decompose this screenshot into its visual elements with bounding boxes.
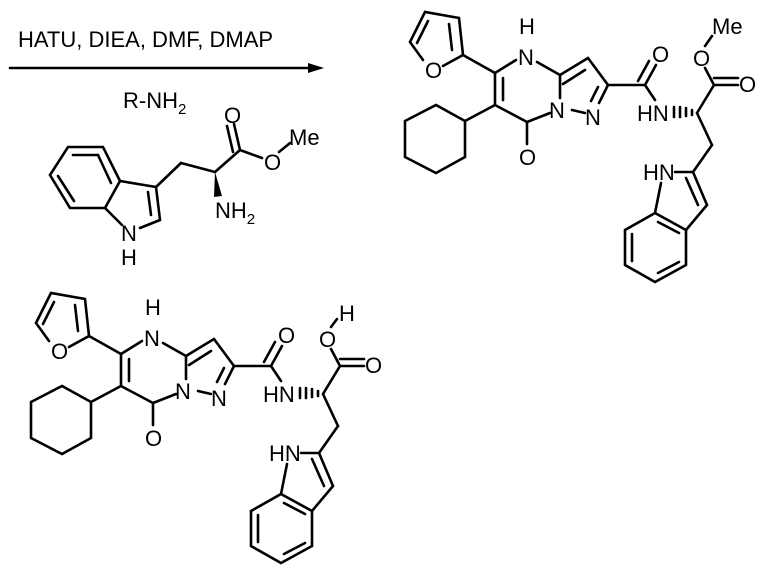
atom-nh-n: N xyxy=(144,326,160,351)
atom-amide-nh: HN xyxy=(263,382,295,407)
atom-acid-h: H xyxy=(339,301,355,326)
atom-keto-o: O xyxy=(145,426,162,451)
atom-n2: N xyxy=(585,105,601,130)
atom-nh-h: H xyxy=(145,295,161,320)
atom-furan-o: O xyxy=(51,339,68,364)
atom-nh-n: N xyxy=(518,45,534,70)
atom-n2: N xyxy=(211,386,227,411)
atom-indole-nh: HN xyxy=(643,160,675,185)
reagents-below: R-NH2 xyxy=(123,88,186,118)
atom-furan-o: O xyxy=(425,58,442,83)
atom-amide-nh: HN xyxy=(637,101,669,126)
reaction-arrow: HATU, DIEA, DMF, DMAP R-NH2 xyxy=(8,27,324,118)
reagents-above: HATU, DIEA, DMF, DMAP xyxy=(18,27,273,52)
atom-amide-o: O xyxy=(278,323,295,348)
atom-ester-o: O xyxy=(693,46,710,71)
atom-n1: N xyxy=(549,98,565,123)
atom-nh-h: H xyxy=(519,14,535,39)
arrow-head-icon xyxy=(308,63,324,73)
atom-ester-carbonyl-o: O xyxy=(739,72,756,97)
atom-keto-o: O xyxy=(519,145,536,170)
atom-methyl: Me xyxy=(712,14,743,39)
product-ester-structure: O H N N N O O HN O O Me HN xyxy=(403,10,756,284)
atom-acid-carbonyl-o: O xyxy=(365,353,382,378)
bond-o-h xyxy=(329,317,339,329)
atom-amide-o: O xyxy=(652,42,669,67)
atom-o-carbonyl: O xyxy=(224,103,241,128)
atom-methyl: Me xyxy=(289,125,320,150)
atom-acid-o: O xyxy=(319,327,336,352)
bond-o-me xyxy=(703,34,714,48)
atom-n1: N xyxy=(175,379,191,404)
product-acid-structure: O H N N N O O HN O O H HN xyxy=(29,291,382,565)
reagent-structure-trp-ome: O O Me NH2 N H xyxy=(48,103,320,270)
atom-nh2: NH2 xyxy=(215,198,255,228)
atom-indole-h: H xyxy=(121,245,137,270)
atom-indole-nh: HN xyxy=(269,441,301,466)
atom-indole-n: N xyxy=(121,221,137,246)
atom-o-ester: O xyxy=(264,150,281,175)
